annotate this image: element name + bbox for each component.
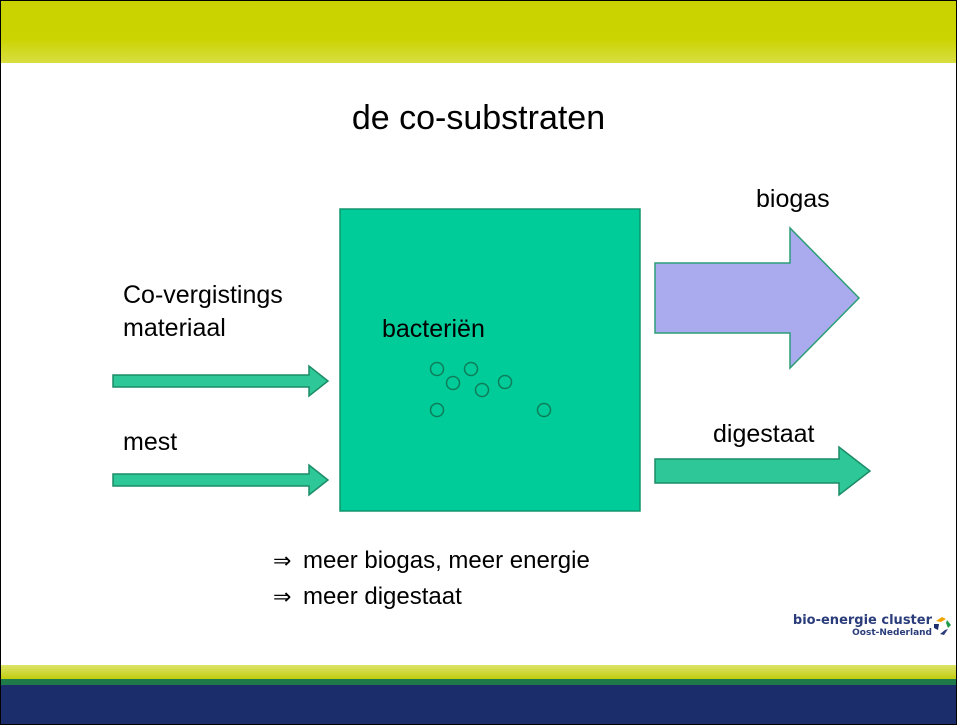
input-label-line: materiaal	[123, 314, 226, 342]
bacterium-icon	[536, 402, 552, 418]
output-label-digestaat: digestaat	[713, 420, 815, 448]
bacterium-icon	[463, 361, 479, 377]
bacterium-icon	[445, 375, 461, 391]
implies-symbol: ⇒	[273, 585, 292, 610]
bacterium-icon	[429, 361, 445, 377]
logo: bio-energie cluster Oost-Nederland	[789, 613, 954, 638]
output-arrow-digestaat	[654, 445, 872, 497]
input-label-mest: mest	[123, 428, 178, 456]
input-label-line: Co-vergistings	[123, 281, 283, 309]
slide-title: de co-substraten	[351, 99, 606, 137]
conclusion-text: meer digestaat	[303, 583, 462, 610]
bacterium-icon	[429, 402, 445, 418]
input-arrow-mest	[112, 463, 330, 497]
bacterium-icon	[474, 382, 490, 398]
conclusion-item: ⇒ meer biogas, meer energie	[273, 547, 590, 575]
bacteria-icons	[429, 361, 552, 418]
conclusion-item: ⇒ meer digestaat	[273, 583, 462, 611]
digester-label: bacteriën	[382, 315, 485, 343]
bacterium-icon	[497, 374, 513, 390]
logo-subtitle: Oost-Nederland	[852, 628, 932, 638]
bottom-band-green	[1, 679, 956, 685]
output-arrow-biogas	[654, 226, 861, 370]
digester-box	[339, 208, 641, 512]
input-label-materiaal: Co-vergistings materiaal	[123, 279, 283, 345]
conclusion-text: meer biogas, meer energie	[303, 547, 590, 574]
top-band	[1, 1, 956, 63]
bottom-band	[1, 685, 956, 724]
logo-title: bio-energie cluster	[792, 613, 932, 628]
input-arrow-materiaal	[112, 364, 330, 398]
bottom-band-light	[1, 665, 956, 681]
output-label-biogas: biogas	[756, 185, 830, 213]
implies-symbol: ⇒	[273, 549, 292, 574]
cluster-logo-icon	[934, 617, 951, 635]
